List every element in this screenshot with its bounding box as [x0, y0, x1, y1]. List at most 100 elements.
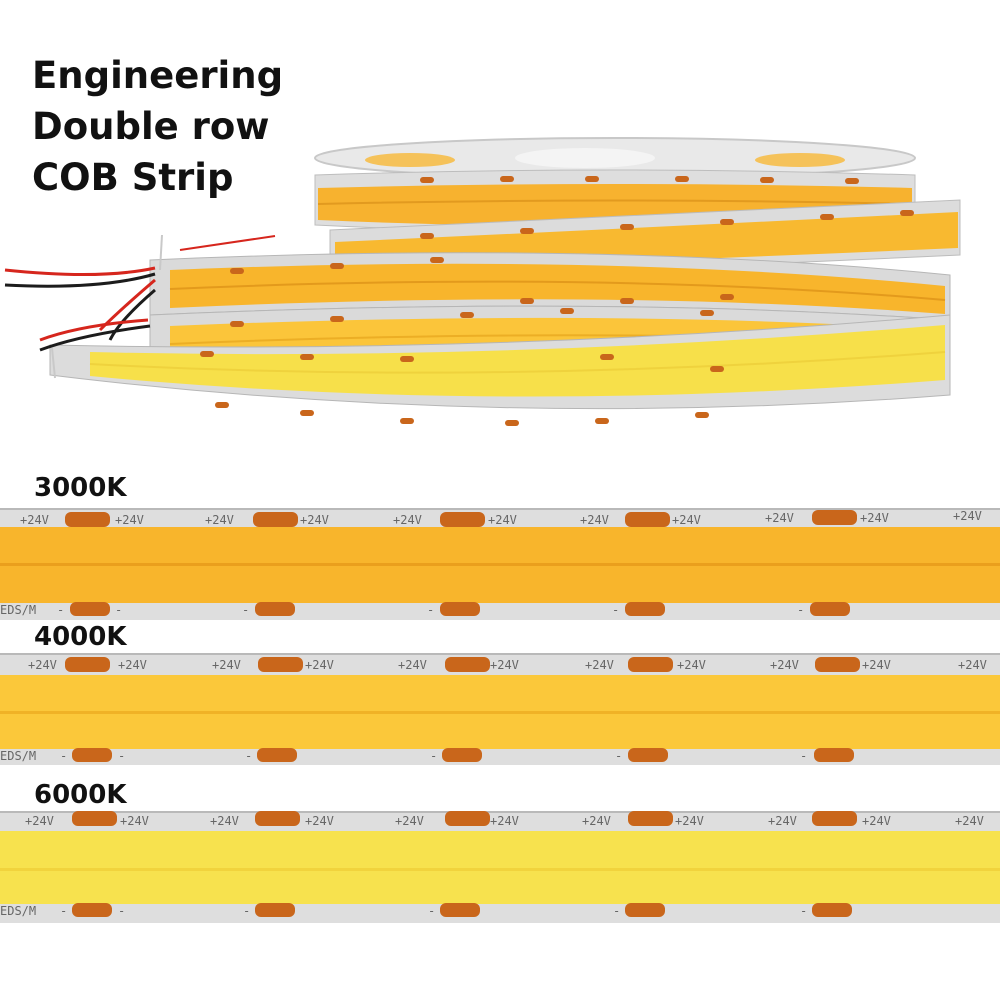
strip-divider — [0, 563, 1000, 566]
svg-text:-: - — [800, 904, 807, 918]
minus-markings: EDS/M - - - - - - — [0, 904, 807, 918]
svg-text:+24V: +24V — [675, 814, 704, 828]
svg-text:-: - — [427, 603, 434, 617]
svg-text:EDS/M: EDS/M — [0, 904, 36, 918]
title-line-1: Engineering — [32, 54, 284, 97]
svg-text:-: - — [242, 603, 249, 617]
strip-glow-row-bottom — [0, 565, 1000, 603]
svg-text:+24V: +24V — [20, 513, 49, 527]
cct-label-3000k: 3000K — [34, 473, 127, 503]
voltage-markings: +24V +24V +24V +24V +24V +24V +24V +24V … — [20, 509, 982, 527]
strip-glow-row-bottom — [0, 869, 1000, 904]
svg-text:-: - — [60, 904, 67, 918]
svg-text:-: - — [243, 904, 250, 918]
svg-text:+24V: +24V — [765, 511, 794, 525]
svg-text:+24V: +24V — [862, 814, 891, 828]
reel-back-hub — [515, 148, 655, 168]
title-line-3: COB Strip — [32, 156, 234, 199]
strip-divider — [0, 711, 1000, 714]
led-strip-6000k: +24V +24V +24V +24V +24V +24V +24V +24V … — [0, 811, 1000, 923]
led-strip-4000k: +24V +24V +24V +24V +24V +24V +24V +24V … — [0, 653, 1000, 765]
svg-text:+24V: +24V — [398, 658, 427, 672]
reel-3-glow — [170, 263, 945, 314]
led-strip-reels-photo — [4, 137, 961, 426]
minus-markings: EDS/M - - - - - - — [0, 749, 807, 763]
reel-1-divider — [317, 199, 913, 205]
strip-pcb-edge — [0, 811, 1000, 813]
cct-label-4000k: 4000K — [34, 622, 127, 652]
svg-text:-: - — [613, 904, 620, 918]
title-line-2: Double row — [32, 105, 270, 148]
svg-text:+24V: +24V — [768, 814, 797, 828]
reel-3-divider — [169, 280, 946, 301]
top-solder-pads — [65, 657, 860, 672]
svg-text:+24V: +24V — [210, 814, 239, 828]
bottom-solder-pads — [70, 602, 850, 616]
svg-text:+24V: +24V — [955, 814, 984, 828]
svg-text:EDS/M: EDS/M — [0, 603, 36, 617]
reel-pads — [200, 176, 914, 426]
cct-label-6000k: 6000K — [34, 780, 127, 810]
bottom-solder-pads — [72, 903, 852, 917]
reel-back-glow-right — [755, 153, 845, 167]
svg-text:+24V: +24V — [860, 511, 889, 525]
svg-text:+24V: +24V — [677, 658, 706, 672]
strip-glow-row-top — [0, 675, 1000, 712]
strip-pcb-edge — [0, 508, 1000, 510]
svg-text:+24V: +24V — [488, 513, 517, 527]
svg-text:+24V: +24V — [770, 658, 799, 672]
strip-glow-row-top — [0, 831, 1000, 869]
svg-text:-: - — [118, 749, 125, 763]
svg-text:+24V: +24V — [395, 814, 424, 828]
voltage-markings: +24V +24V +24V +24V +24V +24V +24V +24V … — [25, 814, 984, 828]
svg-text:+24V: +24V — [862, 658, 891, 672]
reel-5-glow — [90, 325, 945, 397]
top-solder-pads — [72, 811, 857, 826]
svg-text:+24V: +24V — [300, 513, 329, 527]
strip-divider — [0, 868, 1000, 871]
svg-text:+24V: +24V — [25, 814, 54, 828]
svg-text:-: - — [118, 904, 125, 918]
svg-text:+24V: +24V — [953, 509, 982, 523]
svg-text:+24V: +24V — [118, 658, 147, 672]
led-strip-3000k: +24V +24V +24V +24V +24V +24V +24V +24V … — [0, 508, 1000, 620]
svg-text:+24V: +24V — [672, 513, 701, 527]
svg-text:-: - — [115, 603, 122, 617]
voltage-markings: +24V +24V +24V +24V +24V +24V +24V +24V … — [28, 658, 987, 672]
svg-text:+24V: +24V — [490, 658, 519, 672]
minus-markings: EDS/M - - - - - - — [0, 603, 804, 617]
svg-text:+24V: +24V — [582, 814, 611, 828]
svg-text:+24V: +24V — [212, 658, 241, 672]
strip-pcb-edge — [0, 653, 1000, 655]
svg-text:+24V: +24V — [958, 658, 987, 672]
svg-text:-: - — [428, 904, 435, 918]
bottom-solder-pads — [72, 748, 854, 762]
svg-text:-: - — [245, 749, 252, 763]
svg-text:-: - — [615, 749, 622, 763]
svg-text:+24V: +24V — [585, 658, 614, 672]
svg-text:+24V: +24V — [28, 658, 57, 672]
svg-text:-: - — [800, 749, 807, 763]
strip-glow-row-top — [0, 527, 1000, 565]
top-solder-pads — [65, 510, 857, 527]
svg-text:-: - — [797, 603, 804, 617]
svg-text:-: - — [60, 749, 67, 763]
svg-text:-: - — [430, 749, 437, 763]
svg-text:+24V: +24V — [305, 658, 334, 672]
svg-text:+24V: +24V — [305, 814, 334, 828]
svg-text:+24V: +24V — [205, 513, 234, 527]
reel-5-divider — [89, 351, 946, 374]
svg-text:-: - — [612, 603, 619, 617]
svg-text:+24V: +24V — [580, 513, 609, 527]
svg-text:+24V: +24V — [115, 513, 144, 527]
strip-glow-row-bottom — [0, 712, 1000, 749]
reel-back-glow-left — [365, 153, 455, 167]
svg-text:EDS/M: EDS/M — [0, 749, 36, 763]
svg-text:+24V: +24V — [393, 513, 422, 527]
svg-text:-: - — [57, 603, 64, 617]
power-wires — [4, 234, 276, 379]
svg-text:+24V: +24V — [120, 814, 149, 828]
product-title: Engineering Double row COB Strip — [32, 50, 283, 203]
svg-text:+24V: +24V — [490, 814, 519, 828]
